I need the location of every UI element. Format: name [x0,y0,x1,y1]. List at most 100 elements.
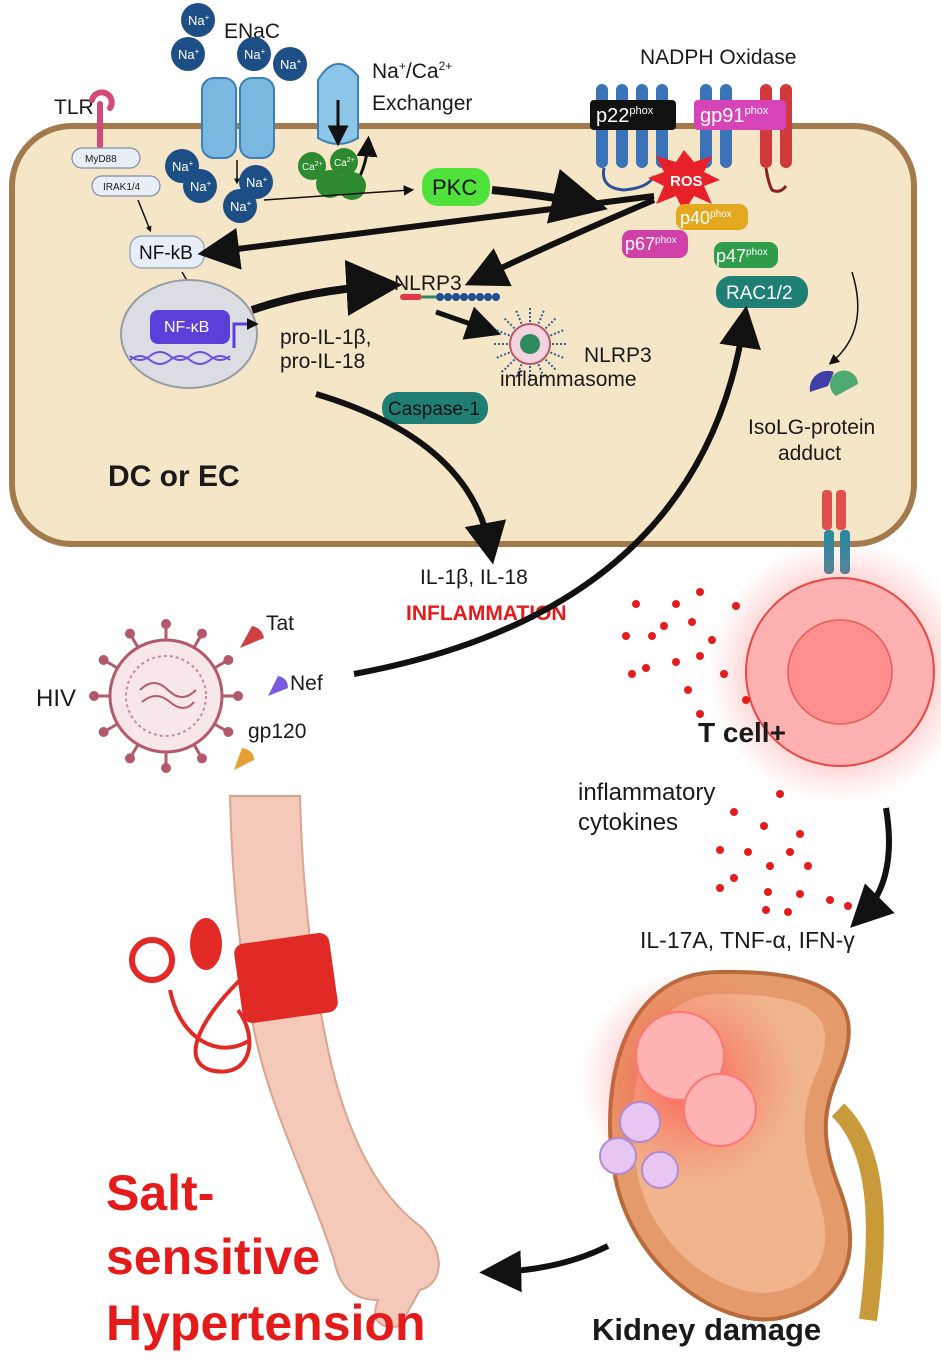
nadph-to-isolg-arrow [828,271,859,365]
nlrp3-bead-1 [444,293,452,301]
sodium-ion-3: Na+ [273,47,307,81]
nlrp3-bead-7 [492,293,500,301]
caspase-node: Caspase-1 [315,391,507,565]
hiv-spike-head-4 [125,753,135,764]
sodium-ion-circle [223,189,257,223]
p67-text: p67 [625,234,655,254]
cytokine-dot-upper-11 [696,652,704,660]
exchanger-na: Na [372,60,399,83]
hiv-virus: HIV Tat Nef gp120 [36,305,761,773]
pkc-label: PKC [432,175,477,200]
cytokine-dot-lower-14 [844,902,852,910]
salt-label-1: Salt- [106,1165,214,1221]
sodium-ion-charge: + [189,159,194,168]
hiv-spike-head-6 [89,691,99,701]
sodium-ion-circle [183,169,217,203]
ros-to-nfkb-arrow [197,193,655,270]
gp120-label: gp120 [248,720,306,743]
sodium-ion-circle [181,3,215,37]
cytokine-dot-upper-13 [684,686,692,694]
sodium-ion-charge: + [207,179,212,188]
calcium-ion-0: Ca2+ [298,152,326,180]
sodium-ion-5: Na+ [183,169,217,203]
cytokine-dot-lower-7 [766,862,774,870]
nlrp3-beads [436,293,500,301]
gp91-loop-icon [764,167,788,193]
calcium-ion-symbol: Ca [302,162,315,173]
calcium-ion-3 [338,172,366,200]
calcium-ion-1: Ca2+ [330,148,358,176]
cytokine-dot-upper-6 [660,622,668,630]
pressure-gauge-icon [129,937,175,983]
sodium-ion-charge: + [247,199,252,208]
gp91-text: gp91 [700,105,745,127]
sodium-ion-charge: + [205,13,210,22]
tat-label: Tat [266,612,294,635]
hiv-capsid-icon [125,655,207,737]
p47-sup: phox [746,247,768,258]
sodium-ion-label: Na+ [190,179,212,194]
calcium-ion-symbol: Ca [334,158,347,169]
kidney-immune-cell-2 [599,1137,637,1175]
bp-tube-icon [168,978,252,1074]
cytokine-dot-lower-3 [796,830,804,838]
cytokine-dot-upper-8 [708,636,716,644]
salt-label-3: Hypertension [106,1295,426,1351]
kidney-label: Kidney damage [592,1312,821,1347]
cytokines-block: inflammatory cytokines IL-17A, TNF-α, IF… [578,779,895,953]
calcium-ion-label: Ca2+ [302,161,323,173]
tlr-label: TLR [54,96,94,119]
hiv-label: HIV [36,685,76,712]
calcium-ion-circle [338,172,366,200]
inflammasome-icon [494,308,566,380]
kidney-immune-cell-1 [619,1101,661,1143]
p40-box [676,204,748,230]
cytokines-label-1: inflammatory [578,779,715,806]
cytokine-dot-upper-2 [696,588,704,596]
hiv-rna-icon [139,682,197,709]
hiv-to-rac-arrow [353,305,761,677]
dna-strand-icon [129,351,231,365]
isolg-label-1: IsoLG-protein [748,416,875,439]
sodium-ion-charge: + [261,47,266,56]
p22-sup: phox [629,105,653,117]
p47-box [714,242,778,268]
myd88-label: MyD88 [85,154,117,165]
sodium-ion-circle [171,37,205,71]
cytokine-dot-upper-12 [628,670,636,678]
calcium-ion-charge: 2+ [347,157,355,164]
hiv-spike-head-10 [197,628,207,639]
exchanger-ca-sup: 2+ [439,59,453,73]
sodium-ion-7: Na+ [223,189,257,223]
hiv-spike-head-5 [98,727,109,737]
p67-box [622,230,688,258]
cytokine-dot-upper-4 [622,632,630,640]
enac-label: ENaC [224,20,280,43]
p40-text: p40 [680,208,710,228]
sodium-ion-symbol: Na [246,175,263,190]
pkc-node: PKC [263,168,608,224]
sodium-ion-symbol: Na [244,47,261,62]
kidney-to-hypertension-arrow [479,1243,610,1293]
p22-text: p22 [596,105,629,127]
p22-box [590,100,676,130]
sodium-ion-symbol: Na [230,199,247,214]
exchanger-ca: /Ca [406,60,439,83]
mhc-chain-right [836,490,846,530]
sodium-ion-label: Na+ [280,57,302,72]
p40-label: p40phox [680,208,732,228]
caspase-box [382,392,488,424]
nfkb-nuclear-label: NF-κB [164,319,209,336]
cytokine-dot-upper-14 [720,670,728,678]
cytokine-dot-lower-4 [716,846,724,854]
nlrp3-bead-3 [460,293,468,301]
cytokine-dot-upper-15 [742,696,750,704]
isolg-label-2: adduct [778,442,841,465]
arm-bp-cuff [129,795,440,1328]
hiv-spikes [89,619,243,773]
nlrp3-bead-4 [468,293,476,301]
cytokine-dots-lower [716,790,852,916]
p22-label: p22phox [596,105,654,127]
gp91-box [694,100,786,130]
arm-icon [228,795,440,1328]
